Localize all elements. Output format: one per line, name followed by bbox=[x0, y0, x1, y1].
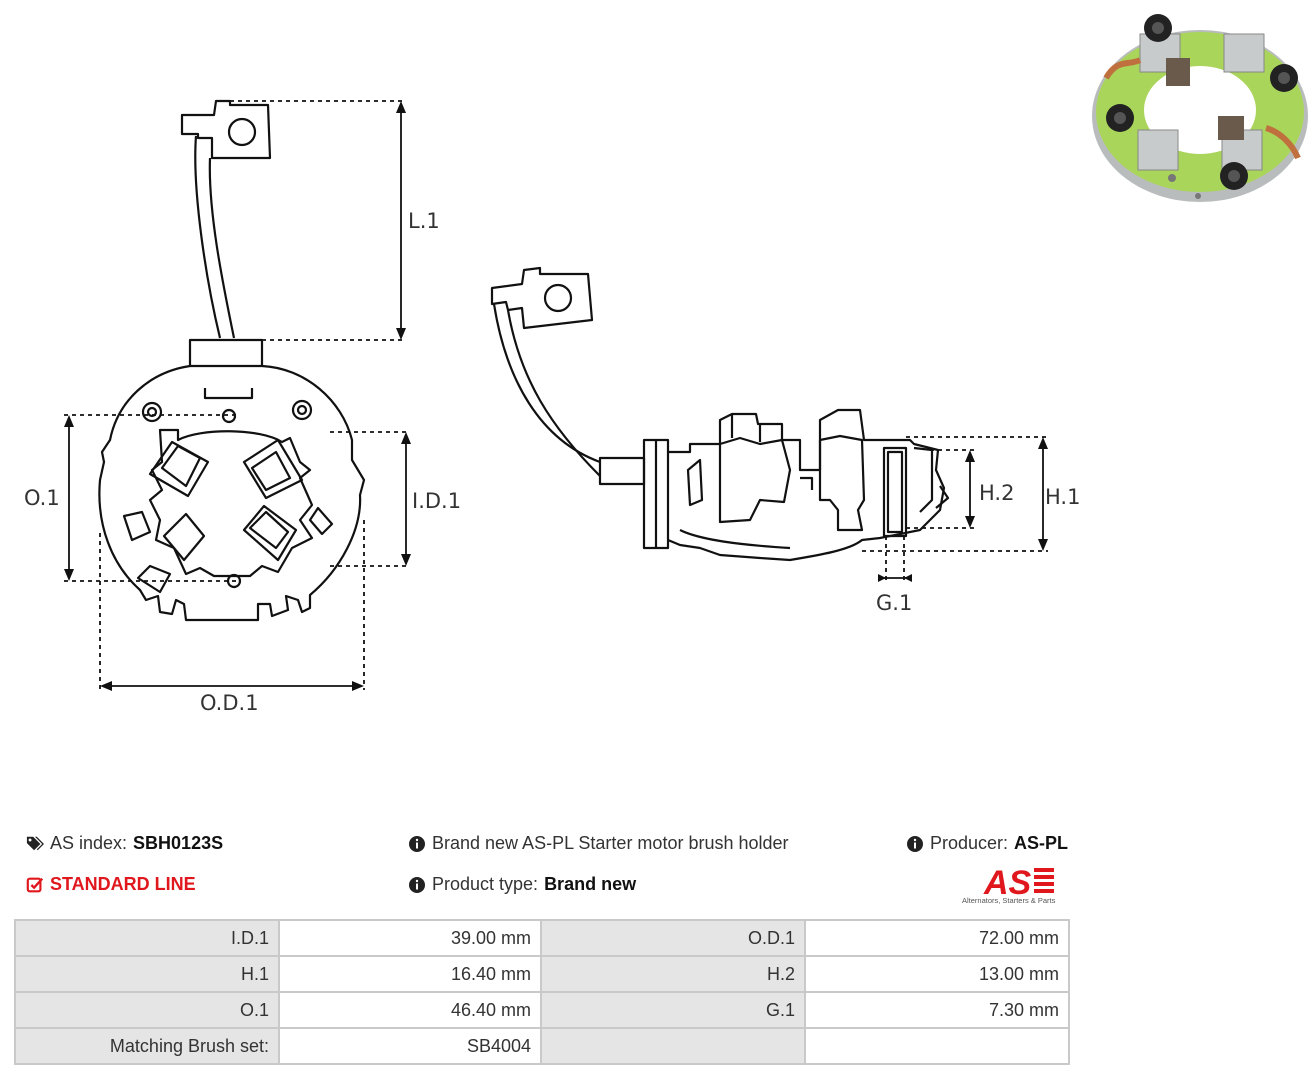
product-type-label: Product type: bbox=[432, 874, 539, 894]
side-body bbox=[642, 408, 950, 562]
producer: Producer: AS-PL bbox=[906, 833, 1068, 854]
dim-label-o1: O.1 bbox=[24, 486, 60, 510]
spec-value: 13.00 mm bbox=[804, 955, 1070, 993]
spec-key: H.1 bbox=[14, 955, 280, 993]
info-circle-icon bbox=[906, 835, 924, 853]
spec-key: O.1 bbox=[14, 991, 280, 1029]
dim-label-id1: I.D.1 bbox=[412, 489, 461, 513]
logo-text: AS bbox=[983, 864, 1032, 902]
spec-key: O.D.1 bbox=[540, 919, 806, 957]
table-row: H.1 16.40 mm H.2 13.00 mm bbox=[14, 955, 1070, 993]
tags-icon bbox=[26, 835, 44, 853]
dimension-arrowheads bbox=[64, 101, 1048, 691]
info-circle-icon bbox=[408, 835, 426, 853]
front-terminal-lug bbox=[180, 99, 272, 339]
spec-value bbox=[804, 1027, 1070, 1065]
table-row: O.1 46.40 mm G.1 7.30 mm bbox=[14, 991, 1070, 1029]
spec-value: 72.00 mm bbox=[804, 919, 1070, 957]
as-index-value: SBH0123S bbox=[133, 833, 224, 853]
spec-key: G.1 bbox=[540, 991, 806, 1029]
description: Brand new AS-PL Starter motor brush hold… bbox=[408, 833, 789, 854]
logo-tagline: Alternators, Starters & Parts bbox=[962, 896, 1056, 905]
dim-label-od1: O.D.1 bbox=[200, 691, 259, 715]
dim-label-h2: H.2 bbox=[979, 481, 1014, 505]
description-text: Brand new AS-PL Starter motor brush hold… bbox=[432, 833, 789, 853]
spec-value: SB4004 bbox=[278, 1027, 542, 1065]
producer-value: AS-PL bbox=[1014, 833, 1069, 853]
spec-key: I.D.1 bbox=[14, 919, 280, 957]
dimension-arrow-lines bbox=[68, 106, 1044, 687]
product-photo bbox=[1092, 14, 1308, 202]
info-circle-icon bbox=[408, 876, 426, 894]
specs-table: I.D.1 39.00 mm O.D.1 72.00 mm H.1 16.40 … bbox=[14, 919, 1070, 1065]
line-badge-text: STANDARD LINE bbox=[50, 874, 196, 894]
producer-label: Producer: bbox=[930, 833, 1009, 853]
spec-value: 46.40 mm bbox=[278, 991, 542, 1029]
product-type-value: Brand new bbox=[544, 874, 637, 894]
technical-drawing: L.1 O.1 I.D.1 O.D.1 H.1 H.2 G.1 bbox=[24, 99, 1080, 715]
dim-label-g1: G.1 bbox=[876, 591, 912, 615]
as-pl-logo: AS bbox=[983, 864, 1054, 902]
spec-key: H.2 bbox=[540, 955, 806, 993]
check-square-icon bbox=[26, 876, 44, 894]
spec-value: 16.40 mm bbox=[278, 955, 542, 993]
spec-value: 7.30 mm bbox=[804, 991, 1070, 1029]
as-index: AS index: SBH0123S bbox=[26, 833, 223, 854]
dimension-extension-lines bbox=[64, 100, 1048, 690]
side-terminal-lug bbox=[490, 266, 646, 486]
dim-label-h1: H.1 bbox=[1045, 485, 1080, 509]
spec-value: 39.00 mm bbox=[278, 919, 542, 957]
spec-key: Matching Brush set: bbox=[14, 1027, 280, 1065]
as-index-label: AS index: bbox=[50, 833, 128, 853]
product-type: Product type: Brand new bbox=[408, 874, 636, 895]
line-badge: STANDARD LINE bbox=[26, 874, 196, 895]
spec-key bbox=[540, 1027, 806, 1065]
table-row: I.D.1 39.00 mm O.D.1 72.00 mm bbox=[14, 919, 1070, 957]
front-body bbox=[98, 338, 366, 622]
table-row: Matching Brush set: SB4004 bbox=[14, 1027, 1070, 1065]
dim-label-l1: L.1 bbox=[408, 209, 440, 233]
